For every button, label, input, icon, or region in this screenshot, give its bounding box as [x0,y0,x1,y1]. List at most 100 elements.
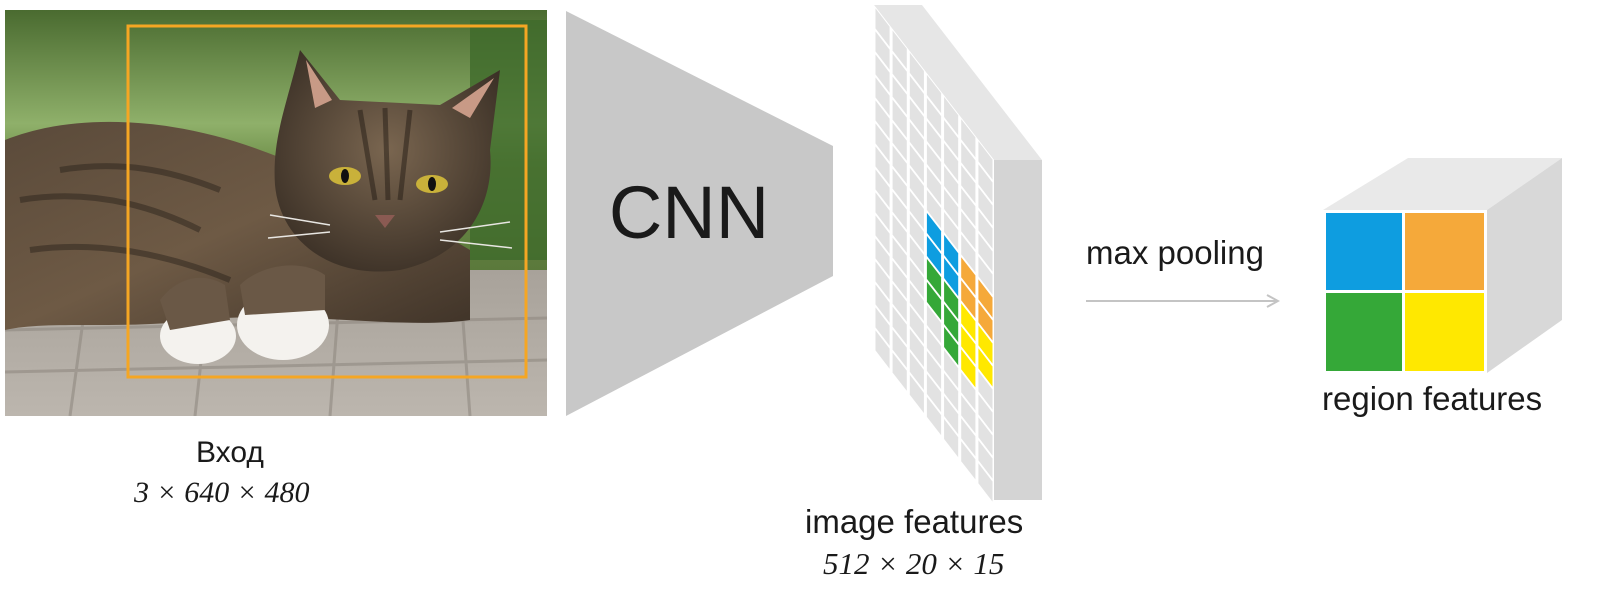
feature-cell [892,237,907,276]
feature-cell [875,261,890,300]
feature-cell [926,327,942,367]
feature-cell [944,212,959,251]
feature-cell-active [926,281,942,321]
feature-cell [875,31,890,70]
feature-cell [961,142,976,181]
feature-cell-active [961,303,976,342]
cnn-block [566,11,833,416]
feature-cell [875,54,890,93]
feature-cell [892,214,907,253]
feature-cell [909,98,924,137]
feature-cell [892,260,907,299]
feature-cell [909,305,924,344]
pooled-cell-blue [1326,213,1402,290]
region-bounding-box [126,24,528,379]
feature-cell [909,374,924,413]
feature-cell-active [961,257,976,296]
feature-cell [875,192,890,231]
feature-cell [978,164,993,203]
feature-cell [909,167,924,206]
feature-cell [892,53,907,92]
feature-cell [892,306,907,345]
feature-cell-active [978,325,993,364]
feature-cell [926,350,942,390]
feature-cell [909,144,924,183]
feature-cell [909,213,924,252]
feature-cell [944,350,959,389]
cnn-label: CNN [609,171,769,254]
feature-grid [875,8,993,502]
input-cat-photo [5,10,547,416]
feature-cell-active [961,280,976,319]
feature-cell-active [978,348,993,387]
feature-cell [978,210,993,249]
feature-cell [961,441,976,480]
feature-cell [961,188,976,227]
feature-cell [875,215,890,254]
feature-cell [875,123,890,162]
feature-cell [926,97,942,137]
feature-cell [892,329,907,368]
feature-cell [875,284,890,323]
feature-cell [926,143,942,183]
feature-cell [944,143,959,182]
feature-cell [875,8,890,47]
feature-cell [978,417,993,456]
feature-cell-active [926,235,942,275]
pooled-cell-green [1326,293,1402,371]
image-features-label: image features [805,503,1024,540]
feature-cell [909,351,924,390]
feature-map-top [874,5,1042,160]
feature-cell-active [961,349,976,388]
feature-cell [978,371,993,410]
feature-cell [978,141,993,180]
feature-cell [909,282,924,321]
pooled-cell-orange [1405,213,1484,290]
feature-cell [892,76,907,115]
feature-cell [944,97,959,136]
cube-top [1323,158,1562,210]
feature-cell [875,100,890,139]
feature-cell [944,373,959,412]
feature-cell-active [944,327,959,366]
feature-cell [926,166,942,206]
feature-cell [875,307,890,346]
feature-cell [961,418,976,457]
feature-cell [909,328,924,367]
feature-cell-active [926,258,942,298]
feature-cell [944,120,959,159]
feature-cell [909,121,924,160]
feature-cell [875,169,890,208]
feature-cell [926,373,942,413]
region-features-label: region features [1322,380,1543,417]
feature-cell [875,238,890,277]
feature-cell [909,52,924,91]
feature-cell [944,166,959,205]
feature-cell [926,74,942,114]
feature-map [874,5,1042,502]
feature-cell [961,119,976,158]
feature-cell-active [978,279,993,318]
feature-cell [875,330,890,369]
feature-cell [909,236,924,275]
feature-cell-active [978,302,993,341]
max-pooling-label: max pooling [1086,234,1264,271]
feature-cell-active [944,235,959,274]
feature-cell [892,352,907,391]
feature-cell [944,396,959,435]
feature-cell [892,168,907,207]
feature-cell [909,259,924,298]
feature-cell [875,146,890,185]
feature-cell [961,395,976,434]
cube-side [1487,158,1562,373]
feature-cell [944,189,959,228]
feature-cell [978,256,993,295]
feature-cell-active [944,281,959,320]
image-features-dims: 512 × 20 × 15 [823,546,1005,581]
feature-cell [961,165,976,204]
feature-cell [875,77,890,116]
feature-cell [892,145,907,184]
feature-cell [978,440,993,479]
